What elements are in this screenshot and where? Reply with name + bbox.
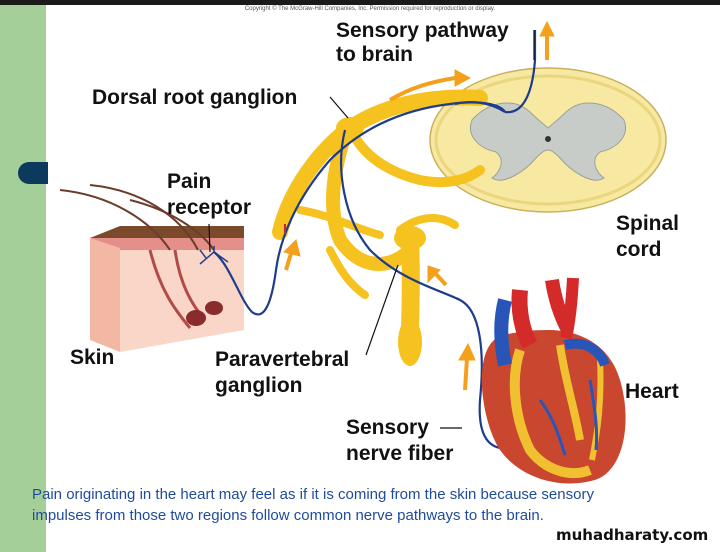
figure-caption: Pain originating in the heart may feel a… <box>32 484 712 526</box>
yellow-nerve-trunks <box>272 89 488 349</box>
caption-line-1: Pain originating in the heart may feel a… <box>32 486 594 503</box>
label-sensory-pathway-line2: to brain <box>336 43 413 66</box>
label-paravertebral-line1: Paravertebral <box>215 348 350 371</box>
dorsal-root-ganglion-shape <box>336 117 364 139</box>
slide-tab-marker <box>18 162 48 184</box>
label-dorsal-root-ganglion: Dorsal root ganglion <box>92 86 298 109</box>
label-spinal-cord-line1: Spinal <box>616 212 680 235</box>
label-sensory-nerve-line2: nerve fiber <box>346 442 454 465</box>
copyright-notice: Copyright © The McGraw-Hill Companies, I… <box>244 6 496 12</box>
heart-illustration <box>481 277 626 484</box>
pathway-arrows <box>283 20 555 391</box>
ganglion-node <box>394 226 426 250</box>
caption-line-2: impulses from those two regions follow c… <box>32 507 544 524</box>
label-paravertebral-line2: ganglion <box>215 374 303 397</box>
site-watermark: muhadharaty.com <box>556 526 709 544</box>
label-sensory-pathway-line1: Sensory pathway <box>336 19 509 42</box>
leader-lines <box>208 30 535 429</box>
paravertebral-ganglion-shape <box>398 318 422 366</box>
label-pain-receptor-line2: receptor <box>167 196 252 219</box>
label-sensory-nerve-line1: Sensory <box>346 416 429 439</box>
label-spinal-cord-line2: cord <box>616 238 662 261</box>
label-heart: Heart <box>625 380 679 403</box>
skin-block <box>59 184 244 352</box>
slide-left-strip <box>0 5 46 552</box>
label-pain-receptor-line1: Pain <box>167 170 212 193</box>
label-skin: Skin <box>70 346 115 369</box>
top-bar <box>0 0 720 5</box>
